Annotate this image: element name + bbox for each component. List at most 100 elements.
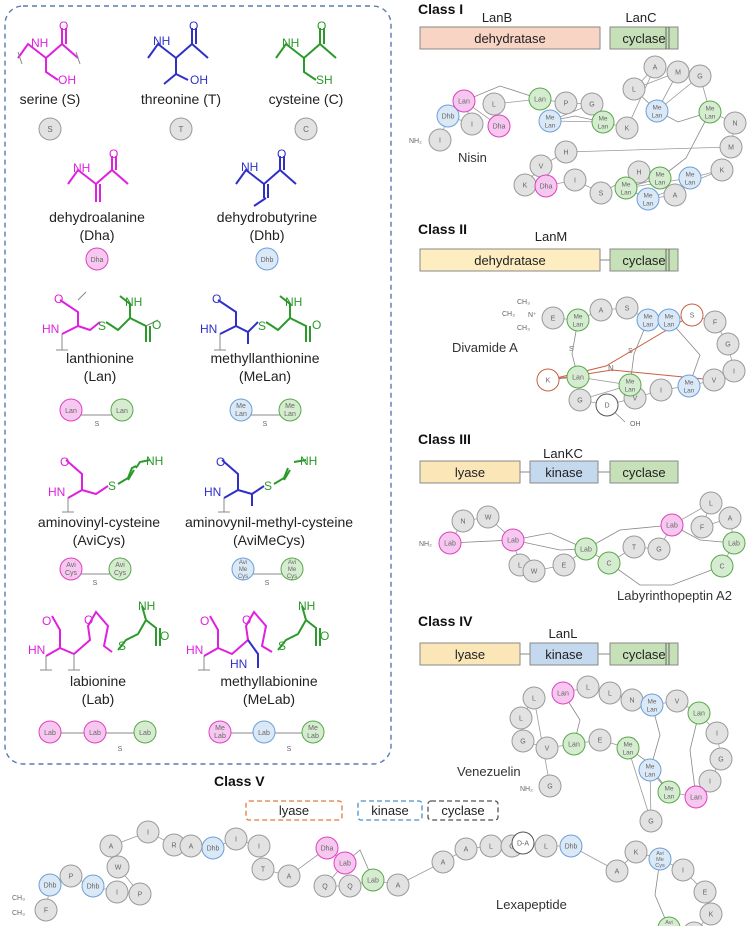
divamide-residue: [702, 368, 726, 392]
nisin-residue-label: I: [439, 138, 441, 145]
labyrinthopeptin-residue: [522, 559, 546, 583]
labyrinthopeptin-residue-label: W: [485, 515, 492, 522]
melab-hn: HN: [186, 643, 203, 657]
lan-c2: Lan: [116, 408, 128, 415]
lan-bridge-s: S: [95, 421, 100, 428]
lexapeptide-residue-label: I: [147, 830, 149, 837]
divamide-residue-label: S: [625, 306, 630, 313]
divamide-residue: [595, 393, 619, 417]
labyrinthopeptin-residue-label: T: [632, 545, 637, 552]
class2-bridge-n: N: [608, 364, 614, 373]
avicys-nh: NH: [146, 454, 163, 468]
lexapeptide-residue: [251, 857, 275, 881]
lab-o3: O: [160, 629, 169, 643]
nisin-residue-label: Lan: [621, 190, 632, 197]
cysteine-o: O: [317, 19, 326, 33]
nisin-residue: [648, 166, 672, 190]
class5-cyclase-label: cyclase: [441, 803, 484, 818]
lexapeptide-residue: [224, 827, 248, 851]
nisin-residue: [614, 176, 638, 200]
class1-enzyme-lanb: LanB: [482, 10, 512, 25]
dhb-circle: [255, 247, 279, 271]
avicys-s: S: [108, 479, 116, 493]
lexapeptide-residue-label: Me: [656, 857, 664, 863]
melan-circle-2: [278, 398, 302, 422]
venezuelin-residue: [562, 732, 586, 756]
nisin-residue-label: G: [697, 74, 702, 81]
nisin-residue: [627, 160, 651, 184]
lexapeptide-residue-label: K: [634, 850, 639, 857]
nisin-residue-label: Me: [652, 105, 661, 112]
avimecys-c1c: Cys: [238, 574, 248, 580]
melan-c1a: Me: [236, 403, 246, 410]
melan-c2a: Me: [285, 403, 295, 410]
venezuelin-residue: [538, 774, 562, 798]
lab-s: S: [118, 639, 126, 653]
lexapeptide-residue: [247, 834, 271, 858]
lan-circle-2: [110, 398, 134, 422]
nisin-residue-label: Dha: [493, 124, 506, 131]
avicys-c1b: Cys: [65, 570, 78, 577]
melab-bridge-s: S: [287, 746, 292, 753]
nisin-residue: [452, 89, 476, 113]
lexapeptide-residue: [693, 880, 717, 904]
labyrinthopeptin-residue-label: C: [606, 561, 611, 568]
labyrinthopeptin-residue: [718, 506, 742, 530]
lexapeptide-residue-label: A: [396, 883, 401, 890]
serine-nh: NH: [31, 36, 48, 50]
divamide-residue-label: A: [599, 308, 604, 315]
lexapeptide-residue: [671, 858, 695, 882]
class2-dehydratase-label: dehydratase: [474, 253, 546, 268]
nisin-residue-label: A: [653, 65, 658, 72]
lan-o: O: [54, 292, 63, 306]
venezuelin-residue-label: Lan: [647, 707, 658, 714]
melan-c1b: Lan: [235, 411, 247, 418]
nisin-residue: [698, 100, 722, 124]
lexapeptide-residue: [105, 880, 129, 904]
lab-name2: (Lab): [82, 691, 115, 707]
class4-enzyme: LanL: [549, 626, 578, 641]
melab-nh: NH: [298, 599, 315, 613]
nisin-residue-label: Me: [705, 106, 714, 113]
class3-enzyme: LanKC: [543, 446, 583, 461]
labyrinthopeptin-residue-label: A: [728, 516, 733, 523]
nisin-residue-label: I: [574, 178, 576, 185]
nisin-residue-label: G: [589, 102, 594, 109]
class1-dehydratase-label: dehydratase: [474, 31, 546, 46]
avicys-c2b: Cys: [114, 570, 127, 577]
avimecys-hn: HN: [204, 485, 221, 499]
divamide-residue-label: S: [690, 313, 695, 320]
lexapeptide-residue: [605, 859, 629, 883]
lexapeptide-residue: [648, 847, 672, 871]
nisin-residue: [460, 112, 484, 136]
avimecys-c2c: Cys: [287, 574, 297, 580]
divamide-residue-label: Me: [664, 314, 673, 321]
venezuelin-residue: [551, 681, 575, 705]
class4-title: Class IV: [418, 613, 473, 629]
divamide-residue: [703, 310, 727, 334]
lexapeptide-residue-label: R: [171, 843, 176, 850]
lexapeptide-residue-label: E: [703, 890, 708, 897]
nisin-residue-label: Lan: [458, 99, 470, 106]
lab-o1: O: [42, 614, 51, 628]
melab-c1a: Me: [215, 725, 225, 732]
lexapeptide-residue-label: A: [189, 844, 194, 851]
lexapeptide-residue-label: P: [138, 892, 143, 899]
melan-nh: NH: [285, 295, 302, 309]
serine-name: serine (S): [20, 91, 81, 107]
nisin-residue: [678, 166, 702, 190]
lab-c2: Lab: [89, 730, 101, 737]
lexapeptide-residue: [136, 820, 160, 844]
lan-c1: Lan: [65, 408, 77, 415]
lexapeptide-residue-label: A: [287, 874, 292, 881]
melab-name2: (MeLab): [243, 691, 295, 707]
dhb-circle-label: Dhb: [261, 257, 274, 264]
nisin-residue-label: K: [625, 126, 630, 133]
lexapeptide-residue-label: F: [44, 908, 48, 915]
class2-title: Class II: [418, 221, 467, 237]
serine-o: O: [59, 19, 68, 33]
class1-cyclase-label: cyclase: [622, 31, 665, 46]
avimecys-nh: NH: [300, 454, 317, 468]
